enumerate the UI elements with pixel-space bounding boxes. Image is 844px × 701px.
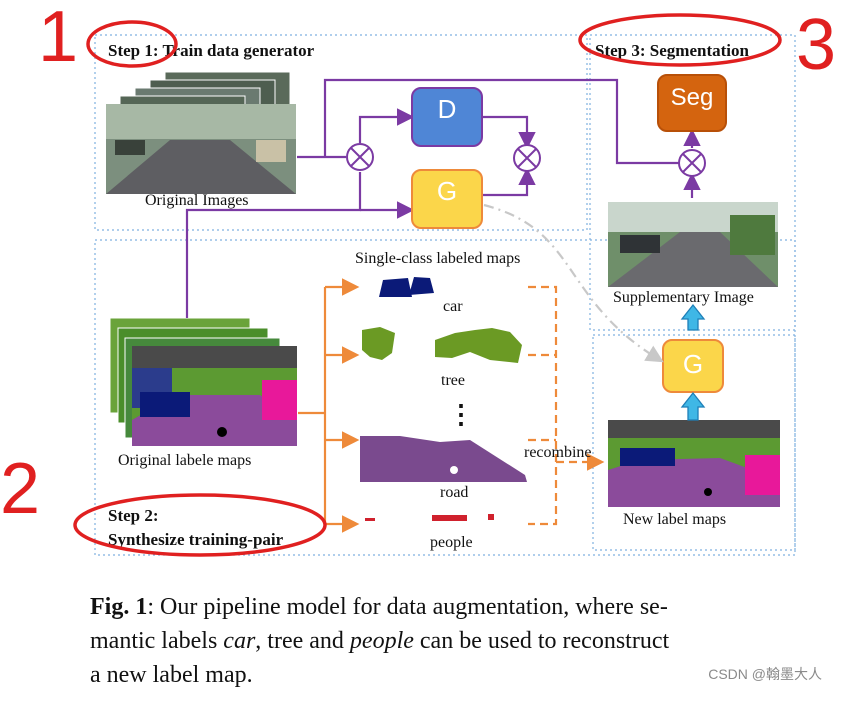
step2-subtitle: Synthesize training-pair [108, 530, 284, 549]
car-map [379, 277, 434, 297]
watermark: CSDN @翰墨大人 [708, 666, 822, 682]
tree-map [362, 327, 522, 363]
single-class-label: Single-class labeled maps [355, 250, 521, 267]
people-label: people [430, 534, 473, 551]
step2-panel [94, 239, 796, 556]
step3-title: Step 3: Segmentation [595, 41, 749, 60]
labels-up [185, 172, 362, 318]
caption-line2a: mantic labels [90, 628, 224, 654]
caption-line1: : Our pipeline model for data augmentati… [147, 594, 668, 620]
discriminator-label: D [437, 94, 457, 124]
original-images-stack [106, 71, 296, 194]
caption-fig: Fig. 1 [90, 594, 148, 620]
purple-flow [185, 78, 701, 318]
new-label-maps-label: New label maps [623, 511, 727, 528]
G-to-mult2 [482, 167, 536, 197]
orange-split [298, 278, 360, 533]
generator-box [411, 169, 483, 229]
original-label-maps-label: Original labele maps [118, 452, 252, 469]
annotation-number-2: 2 [0, 449, 41, 529]
original-images-label: Original Images [145, 192, 249, 209]
img-to-top [323, 78, 680, 165]
annotation-number-1: 1 [38, 0, 79, 77]
new-label-panel [592, 334, 796, 551]
generator-label: G [436, 176, 458, 206]
supplementary-image-label: Supplementary Image [613, 289, 754, 306]
multiply-node-1 [346, 143, 374, 171]
people-map [365, 514, 494, 521]
step1-panel [94, 34, 588, 231]
caption-people: people [349, 628, 414, 654]
new-label-map-image [608, 420, 780, 507]
cyan-arrows [680, 303, 706, 421]
car-label: car [443, 298, 463, 315]
orange-merge [528, 285, 605, 526]
annotation-number-3: 3 [796, 5, 837, 85]
caption-car: car [223, 628, 256, 654]
road-map [360, 436, 527, 482]
caption-line2c: can be used to reconstruct [413, 628, 670, 654]
multiply-node-2 [513, 144, 541, 172]
discriminator-box [411, 87, 483, 147]
recombine-label: recombine [524, 444, 592, 461]
generator2-label: G [682, 349, 704, 379]
ellipsis-label: ⋮ [448, 400, 474, 429]
generator-copy-arrow [483, 203, 664, 363]
figure-caption: Fig. 1: Our pipeline model for data augm… [90, 590, 820, 692]
D-to-mult2 [482, 115, 536, 150]
caption-line3: a new label map. [90, 662, 253, 688]
seg-box [657, 74, 727, 132]
caption-line2b: , tree and [255, 628, 350, 654]
multiply-node-3 [678, 149, 706, 177]
tree-label: tree [441, 372, 465, 389]
supplementary-image [608, 202, 778, 287]
mult1-to-D [358, 108, 415, 143]
step2-title: Step 2: [108, 506, 159, 525]
original-label-maps-stack [109, 317, 297, 446]
step1-title: Step 1: Train data generator [108, 41, 315, 60]
seg-label: Seg [670, 84, 714, 111]
road-label: road [440, 484, 469, 501]
